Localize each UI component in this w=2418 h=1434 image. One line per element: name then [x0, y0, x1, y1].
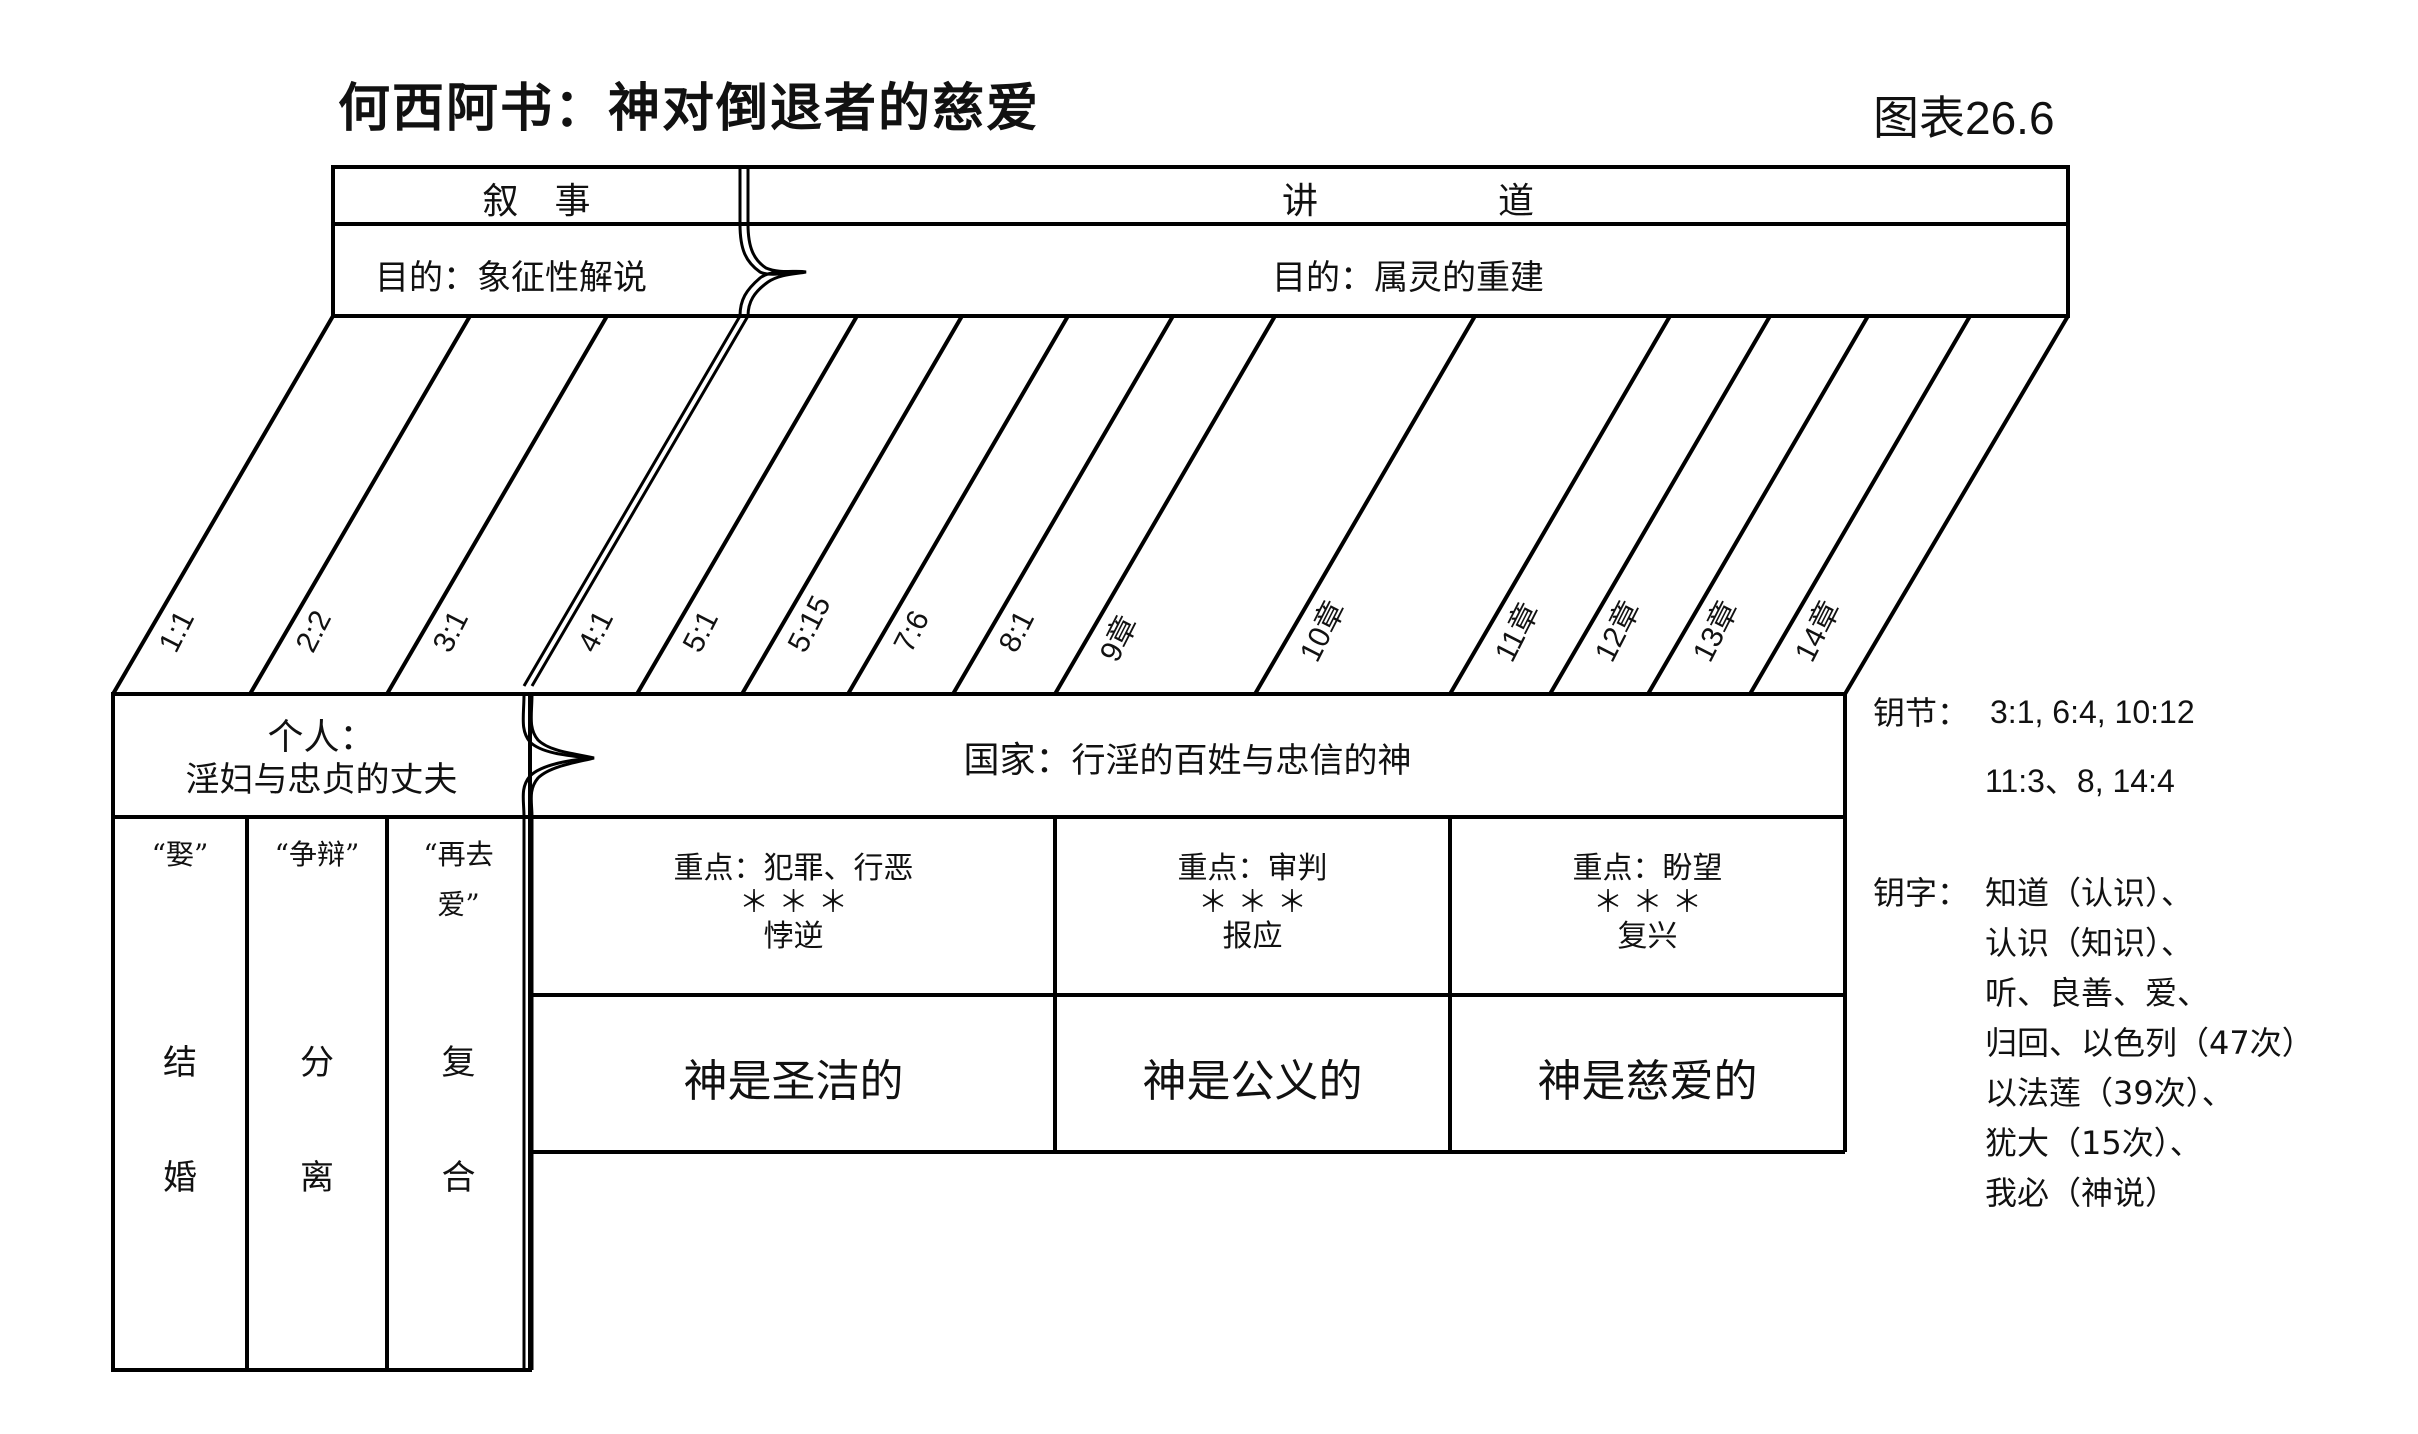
section-discourse-label: 讲 道: [1281, 181, 1534, 222]
focus-stars: ＊ ＊ ＊: [1197, 885, 1308, 920]
stage-result-separation-1: 分: [300, 1043, 334, 1083]
reference-dividers: [248, 314, 1972, 696]
personal-title: 个人：: [267, 717, 376, 758]
national-title-bold: 国家：: [963, 740, 1072, 781]
reference-divider: [385, 314, 609, 696]
key-word-line: 犹大（15次）、: [1985, 1124, 2202, 1162]
key-verses-label: 钥节：: [1873, 694, 1970, 732]
stage-result-marriage-2: 婚: [163, 1158, 197, 1198]
reference-divider: [1448, 314, 1672, 696]
reference-divider: [1053, 314, 1277, 696]
stage-result-separation-2: 离: [300, 1158, 334, 1198]
narrative-purpose: 目的：象征性解说: [375, 258, 647, 298]
reference-divider: [1748, 314, 1972, 696]
national-title: 国家：行淫的百姓与忠信的神: [530, 731, 1845, 783]
key-word-line: 认识（知识）、: [1985, 924, 2194, 962]
personal-subtitle: 淫妇与忠贞的丈夫: [185, 760, 458, 800]
key-word-line: 听、良善、爱、: [1985, 974, 2210, 1012]
attribute-holy: 神是圣洁的: [683, 1056, 904, 1107]
key-verses-line-1: 3:1, 6:4, 10:12: [1990, 694, 2195, 730]
reference-divider: [1646, 314, 1870, 696]
national-column-1: 重点：犯罪、行恶 ＊ ＊ ＊ 悖逆: [532, 852, 1055, 954]
reference-divider: [635, 314, 859, 696]
stage-result-marriage-1: 结: [163, 1043, 197, 1083]
key-word-line: 归回、以色列（47次）: [1985, 1024, 2314, 1062]
focus-label: 重点：犯罪、行恶: [673, 851, 914, 886]
diagram-title: 何西阿书：神对倒退者的慈爱: [338, 79, 1041, 139]
reference-divider: [248, 314, 472, 696]
reference-divider: [951, 314, 1175, 696]
focus-label: 重点：盼望: [1572, 851, 1723, 886]
focus-stars: ＊ ＊ ＊: [738, 885, 849, 920]
key-verses-line-2: 11:3、8, 14:4: [1985, 763, 2175, 799]
focus-theme: 复兴: [1617, 919, 1678, 954]
stage-result-reunion-2: 合: [441, 1158, 476, 1198]
reference-divider: [846, 314, 1070, 696]
attribute-righteous: 神是公义的: [1142, 1056, 1363, 1107]
reference-divider: [1253, 314, 1477, 696]
reference-divider: [1548, 314, 1772, 696]
key-word-line: 知道（认识）、: [1985, 874, 2194, 912]
key-word-line: 我必（神说）: [1985, 1174, 2178, 1212]
slant-right-edge: [1843, 314, 2070, 696]
focus-theme: 报应: [1222, 919, 1283, 954]
personal-box: [111, 692, 532, 1372]
focus-theme: 悖逆: [763, 919, 824, 954]
stage-quote-marry: “娶”: [151, 838, 209, 871]
national-column-2: 重点：审判 ＊ ＊ ＊ 报应: [1055, 852, 1450, 954]
key-words-list: 知道（认识）、 认识（知识）、 听、良善、爱、 归回、以色列（47次） 以法莲（…: [1985, 868, 2314, 1218]
stage-quote-love-again-2: 爱”: [437, 888, 480, 921]
stage-quote-love-again-1: “再去: [423, 838, 494, 871]
attribute-loving: 神是慈爱的: [1537, 1056, 1758, 1107]
discourse-purpose: 目的：属灵的重建: [1272, 258, 1544, 298]
national-column-3: 重点：盼望 ＊ ＊ ＊ 复兴: [1450, 852, 1845, 954]
focus-label: 重点：审判: [1177, 851, 1328, 886]
header-box: [331, 165, 2070, 318]
reference-divider: [740, 314, 964, 696]
stage-quote-contend: “争辩”: [274, 838, 360, 871]
chart-number: 图表26.6: [1873, 92, 2055, 144]
key-words-label: 钥字：: [1873, 874, 1970, 912]
section-narrative-label: 叙 事: [482, 181, 591, 222]
national-title-rest: 行淫的百姓与忠信的神: [1071, 741, 1412, 781]
stage-result-reunion-1: 复: [441, 1043, 476, 1083]
slant-left-edge: [111, 314, 335, 696]
key-word-line: 以法莲（39次）、: [1985, 1074, 2234, 1112]
focus-stars: ＊ ＊ ＊: [1592, 885, 1703, 920]
